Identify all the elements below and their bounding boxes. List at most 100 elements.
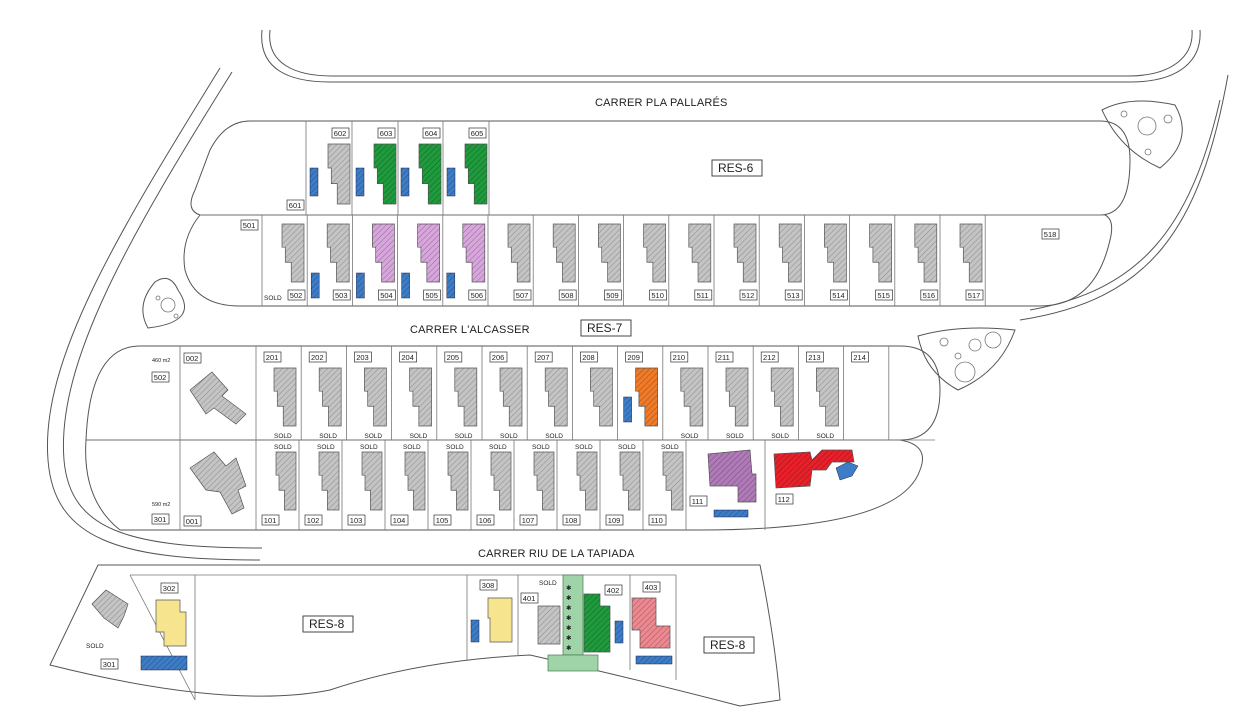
street-label-middle: CARRER L'ALCASSER	[410, 324, 530, 336]
plot-517-house[interactable]	[959, 223, 983, 283]
plot-101-number: 101	[264, 516, 277, 525]
plot-605-house[interactable]	[464, 143, 488, 205]
plot-202-house[interactable]	[318, 367, 342, 427]
plot-504-number: 504	[380, 291, 393, 300]
plot-108-number: 108	[565, 516, 578, 525]
plot-206-number-box	[489, 351, 508, 363]
street-label-bottom: CARRER RIU DE LA TAPIADA	[478, 548, 635, 560]
plot-509-house[interactable]	[598, 223, 621, 283]
plot-202-number: 202	[311, 353, 324, 362]
plot-208-house[interactable]	[590, 367, 613, 427]
plot-211-sold: SOLD	[726, 433, 744, 440]
plot-104-number: 104	[393, 516, 406, 525]
plot-207-house[interactable]	[544, 367, 568, 427]
plot-514-number-box	[830, 289, 848, 301]
plot-109-house[interactable]	[619, 451, 641, 511]
plot-506-house[interactable]	[462, 223, 486, 283]
plot-204-number-box	[399, 351, 417, 363]
plot-302-house[interactable]	[155, 599, 187, 647]
plot-202-sold: SOLD	[319, 433, 337, 440]
plot-515-house[interactable]	[869, 223, 892, 283]
plot-509-number-box	[604, 289, 622, 301]
plot-515-number-box	[875, 289, 893, 301]
villa-002-house[interactable]	[189, 371, 247, 425]
plot-514-house[interactable]	[824, 223, 847, 283]
plot-105-house[interactable]	[447, 451, 469, 511]
plot-102-number: 102	[307, 516, 320, 525]
plot-208-number-box	[580, 351, 598, 363]
plot-209-pool	[623, 396, 632, 423]
plot-204-house[interactable]	[409, 367, 432, 427]
plot-101-house[interactable]	[275, 451, 297, 511]
block1-corner-number-box	[151, 513, 170, 525]
plot-602-number: 602	[334, 129, 347, 138]
plot-513-house[interactable]	[778, 223, 802, 283]
villa-002-number-box	[183, 352, 202, 364]
plot-604-house[interactable]	[418, 143, 442, 205]
plot-201-house[interactable]	[273, 367, 297, 427]
plot-209-house[interactable]	[635, 367, 658, 427]
plot-112-number-box	[775, 493, 794, 505]
plot-111-pool	[713, 509, 749, 518]
plot-603-pool	[355, 167, 365, 197]
plot-211-house[interactable]	[725, 367, 749, 427]
plot-505-house[interactable]	[417, 223, 440, 283]
plot-107-number: 107	[522, 516, 535, 525]
plot-108-number-box	[562, 514, 581, 526]
plot-213-house[interactable]	[816, 367, 839, 427]
plot-506-number: 506	[471, 291, 484, 300]
walkway-tree-icon: ✱	[566, 644, 572, 652]
plot-301-house[interactable]	[91, 589, 129, 629]
plot-401-house[interactable]	[537, 605, 561, 645]
plot-308-pool	[470, 619, 480, 643]
walkway-tree-icon: ✱	[566, 594, 572, 602]
plot-507-house[interactable]	[507, 223, 531, 283]
plot-212-house[interactable]	[770, 367, 794, 427]
plot-402-house[interactable]	[583, 593, 611, 653]
plot-108-house[interactable]	[576, 451, 598, 511]
zone-res8-left-label: RES-8	[309, 617, 345, 631]
villa-001-house[interactable]	[189, 451, 247, 515]
block2-area-note: 460 m2	[152, 358, 170, 364]
plot-510-house[interactable]	[643, 223, 666, 283]
plot-111-house[interactable]	[707, 449, 757, 503]
plot-204-number: 204	[401, 353, 414, 362]
plot-308-house[interactable]	[487, 597, 513, 643]
plot-102-house[interactable]	[318, 451, 340, 511]
plot-602-house[interactable]	[327, 143, 351, 205]
plot-106-house[interactable]	[490, 451, 512, 511]
plot-508-house[interactable]	[552, 223, 576, 283]
plot-603-number-box	[377, 127, 396, 139]
plot-206-house[interactable]	[499, 367, 523, 427]
plot-205-house[interactable]	[454, 367, 478, 427]
plot-301-sold: SOLD	[86, 643, 104, 650]
plot-401-number-box	[520, 592, 539, 604]
plot-511-house[interactable]	[688, 223, 712, 283]
plot-207-sold: SOLD	[545, 433, 563, 440]
plot-207-number-box	[534, 351, 553, 363]
plot-512-number-box	[739, 289, 758, 301]
zone-res8-right-label: RES-8	[710, 638, 746, 652]
plot-110-house[interactable]	[662, 451, 684, 511]
plot-516-house[interactable]	[914, 223, 938, 283]
plot-504-house[interactable]	[372, 223, 395, 283]
plot-403-house[interactable]	[631, 597, 671, 649]
block1-corner-number: 301	[154, 515, 167, 524]
plot-502-house[interactable]	[281, 223, 305, 283]
plot-301-number-box	[100, 658, 119, 670]
plot-512-house[interactable]	[733, 223, 757, 283]
plot-518-number-box	[1041, 228, 1060, 240]
plot-506-pool	[446, 272, 456, 299]
plot-203-house[interactable]	[364, 367, 387, 427]
plot-210-house[interactable]	[680, 367, 704, 427]
plot-103-house[interactable]	[361, 451, 383, 511]
plot-201-sold: SOLD	[274, 433, 292, 440]
plot-107-house[interactable]	[533, 451, 555, 511]
plot-213-sold: SOLD	[816, 433, 834, 440]
plot-104-house[interactable]	[404, 451, 426, 511]
plot-603-house[interactable]	[373, 143, 397, 205]
plot-503-house[interactable]	[326, 223, 350, 283]
